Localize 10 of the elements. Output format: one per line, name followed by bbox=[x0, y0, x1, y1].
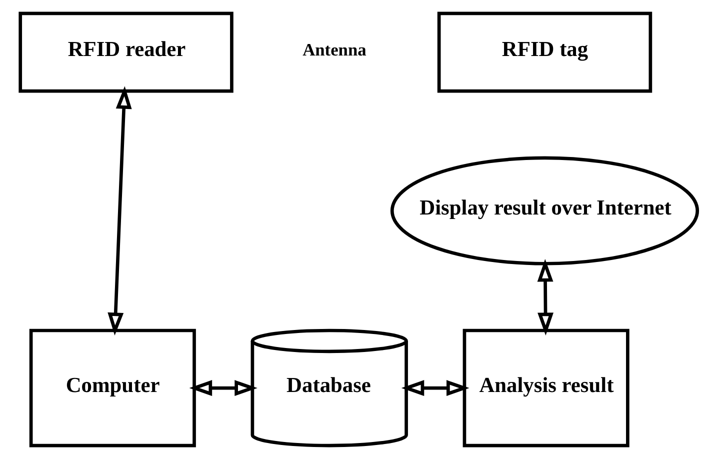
node-box: RFID tag bbox=[437, 12, 652, 93]
node-box: RFID reader bbox=[18, 12, 234, 93]
node-box: Analysis result bbox=[462, 328, 630, 448]
arrow bbox=[401, 380, 470, 396]
arrow bbox=[108, 86, 132, 336]
label: Antenna bbox=[302, 40, 366, 60]
node-ellipse: Display result over Internet bbox=[390, 156, 700, 266]
node-box: Computer bbox=[29, 328, 196, 448]
arrow bbox=[189, 380, 258, 396]
arrow bbox=[537, 258, 554, 336]
